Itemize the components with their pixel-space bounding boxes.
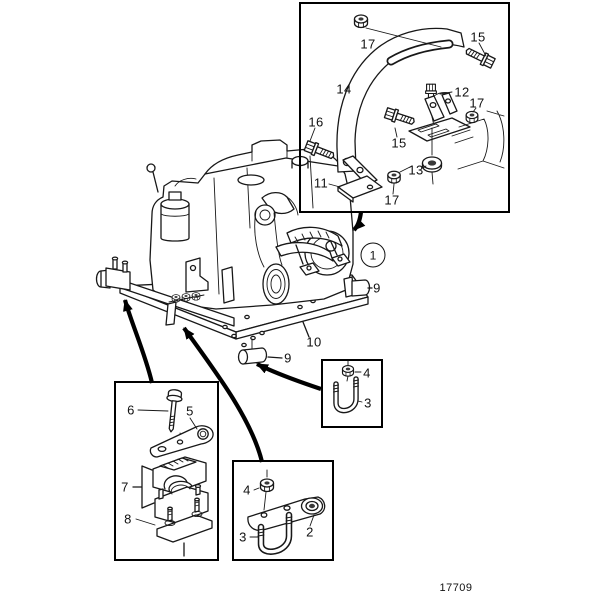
ubolt-bracket-kit-drawing: [247, 469, 326, 555]
ubolt-kit-drawing: [333, 360, 363, 414]
callout-bracket-2: 2: [306, 524, 314, 540]
engine-illustration: [146, 139, 354, 310]
front-rail-and-clamps-drawing: [95, 256, 373, 365]
callout-bolt-6: 6: [127, 402, 135, 418]
callout-washer-13: 13: [408, 162, 424, 178]
inset-box-ubolt-bracket-kit: [232, 460, 334, 561]
callout-bolt-15-top: 15: [470, 29, 486, 45]
inset-box-ubolt-kit: [321, 359, 383, 428]
callout-mount-9-front: 9: [284, 350, 292, 366]
clamp-kit-drawing: [132, 389, 214, 557]
callout-bolt-15-mid: 15: [391, 135, 407, 151]
callout-nut-4: 4: [243, 482, 251, 498]
inset-box-clamp-kit: [114, 381, 219, 561]
callout-clamp-7: 7: [121, 479, 129, 495]
callout-nut-4-small: 4: [363, 365, 371, 381]
callout-bolt-16: 16: [308, 114, 324, 130]
callout-ubolt-3: 3: [239, 529, 247, 545]
callout-nut-17-right: 17: [469, 95, 485, 111]
callout-strap-14: 14: [336, 81, 352, 97]
callout-nut-17-bottom: 17: [384, 192, 400, 208]
callout-bracket-11: 11: [313, 175, 329, 191]
callout-bolt-12: 12: [454, 84, 470, 100]
callout-bed-10: 10: [306, 334, 322, 350]
assembly-ref-badge: 1: [360, 242, 386, 268]
callout-nut-17-top: 17: [360, 36, 376, 52]
callout-ubolt-3-small: 3: [364, 395, 372, 411]
callout-mount-9-right: 9: [373, 280, 381, 296]
drawing-number: 17709: [439, 582, 473, 594]
callout-strap-5: 5: [186, 403, 194, 419]
leader-arrows: [122, 211, 366, 463]
inset-box-engine-brace-kit: [299, 2, 510, 213]
engine-brace-kit-drawing: [303, 14, 505, 203]
callout-base-8: 8: [124, 511, 132, 527]
